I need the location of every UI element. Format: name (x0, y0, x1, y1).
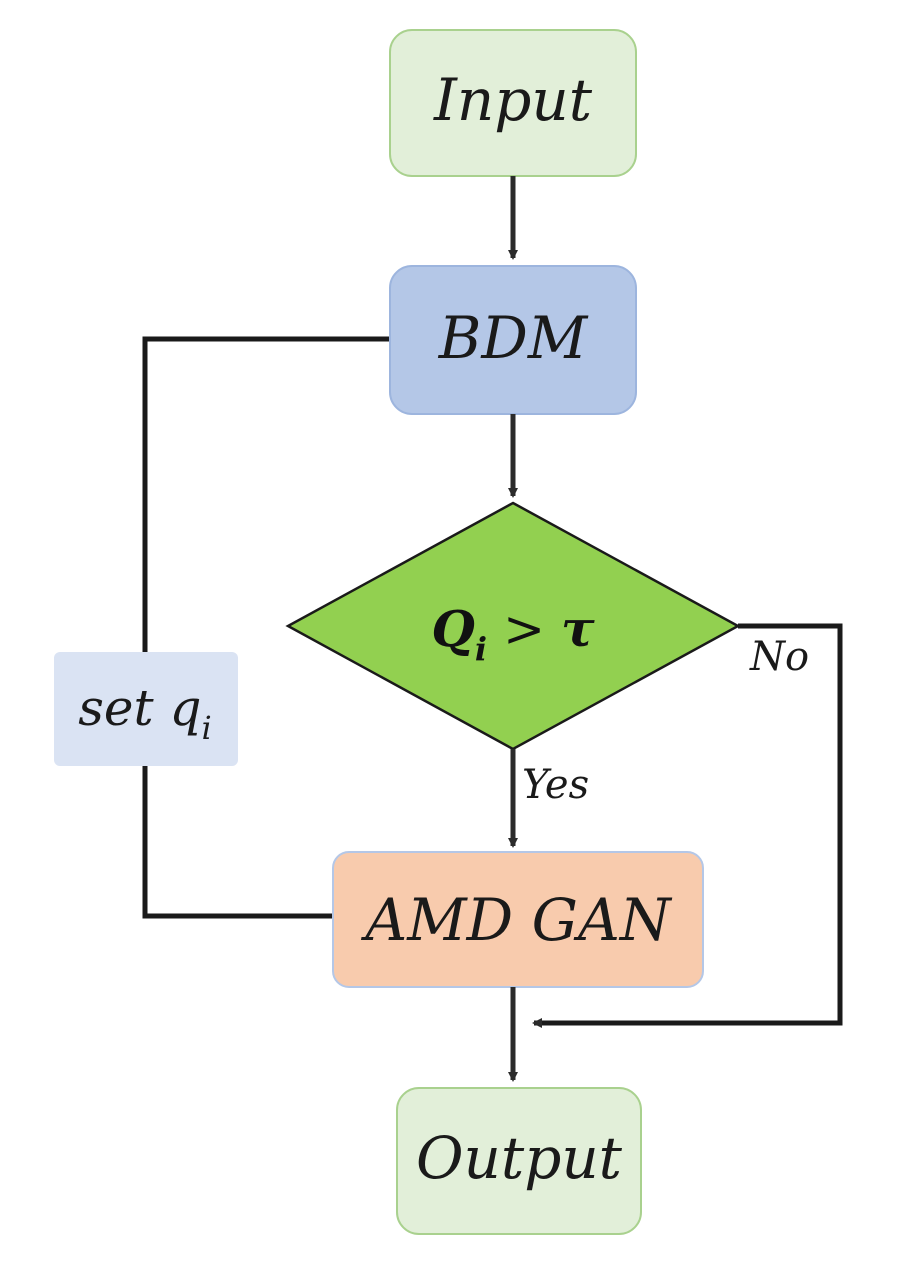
output-node (396, 1087, 642, 1235)
set-q-label-box (54, 652, 238, 766)
bdm-label: BDM (438, 304, 589, 372)
decision-threshold: τ (561, 599, 595, 658)
decision-operator: > (503, 600, 545, 658)
no-label: No (749, 634, 809, 680)
input-label: Input (433, 66, 593, 134)
feedback-loop-line (142, 336, 390, 919)
amd-gan-label: AMD GAN (360, 886, 672, 954)
decision-subscript: i (475, 630, 487, 668)
yes-label: Yes (522, 762, 589, 808)
set-q-label: set qi (78, 679, 211, 747)
decision-label: Qi > τ (431, 599, 595, 668)
decision-variable: Q (431, 599, 475, 658)
amd-gan-node (332, 851, 704, 988)
output-label: Output (416, 1124, 623, 1192)
set-q-text: set q (78, 679, 201, 737)
set-q-subscript: i (202, 709, 212, 747)
no-branch-line (532, 623, 843, 1028)
